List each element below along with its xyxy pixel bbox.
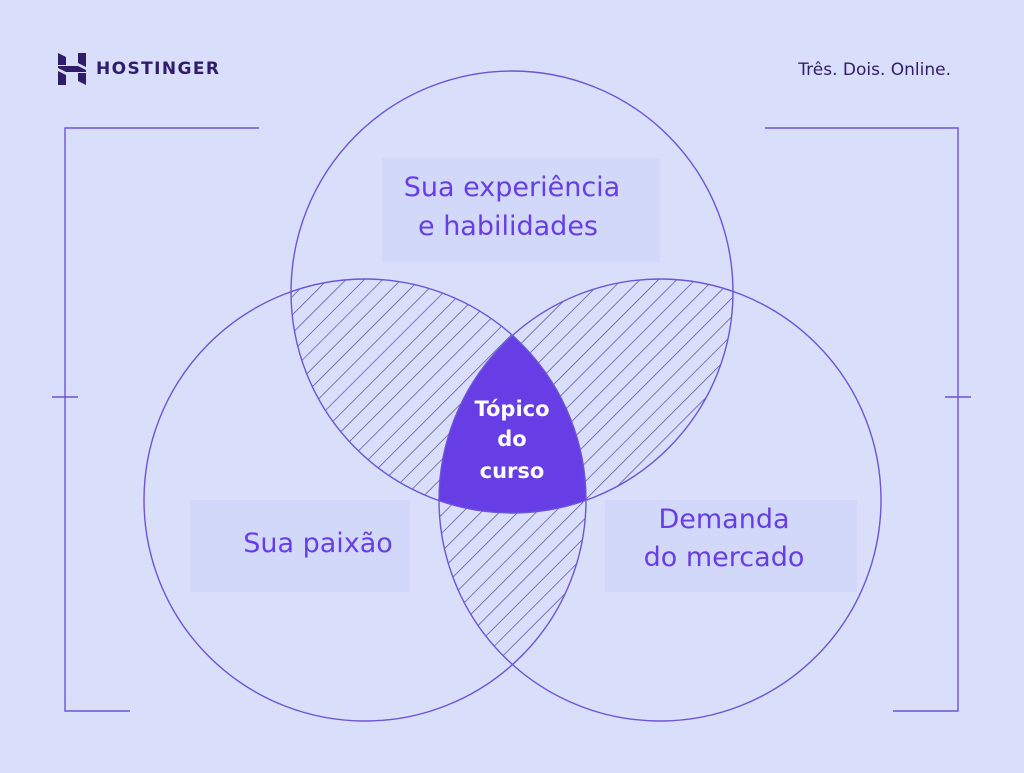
label-backdrop-skills (382, 158, 660, 262)
circle-passion (143, 278, 587, 722)
frame-bracket-right (765, 127, 971, 712)
label-backdrop-market (605, 500, 857, 592)
frame-bracket-left (52, 127, 259, 712)
center-label-line-2: do (497, 427, 526, 451)
brand-name: HOSTINGER (96, 59, 221, 79)
hostinger-logo-icon (58, 53, 86, 85)
center-label-line-1: Tópico (474, 397, 549, 421)
label-passion: Sua paixão (243, 528, 393, 559)
label-skills-line-2: e habilidades (418, 211, 598, 242)
brand-tagline: Três. Dois. Online. (798, 60, 951, 80)
brand-logo: HOSTINGER (58, 52, 220, 86)
center-label-line-3: curso (480, 459, 545, 483)
label-skills-line-1: Sua experiência (404, 172, 620, 203)
label-market-line-2: do mercado (644, 542, 805, 573)
label-backdrop-passion (190, 500, 410, 592)
circle-market (438, 278, 882, 722)
label-market-line-1: Demanda (658, 504, 789, 535)
center-intersection (439, 279, 586, 513)
